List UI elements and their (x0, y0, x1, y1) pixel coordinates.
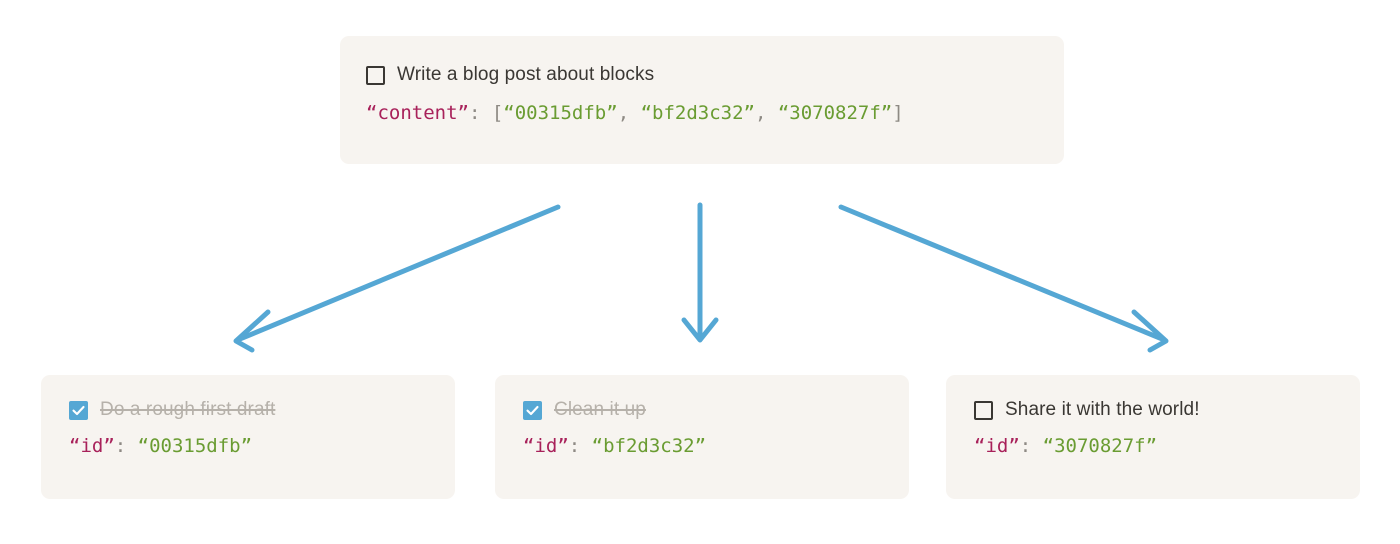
code-separator-1: , (754, 102, 778, 124)
child-task-card[interactable]: Clean it up “id”: “bf2d3c32” (495, 375, 909, 499)
parent-task-title: Write a blog post about blocks (397, 64, 655, 85)
arrow-to-left-child (233, 204, 561, 353)
code-colon: : (114, 435, 138, 457)
code-key: “id” (523, 435, 569, 457)
code-key: “id” (974, 435, 1020, 457)
checkbox-empty-icon[interactable] (366, 65, 385, 85)
code-value-0: “00315dfb” (503, 102, 618, 124)
child-code-line: “id”: “00315dfb” (69, 434, 455, 460)
code-value-1: “bf2d3c32” (640, 102, 755, 124)
child-task-card[interactable]: Do a rough first draft “id”: “00315dfb” (41, 375, 455, 499)
check-mark-icon (72, 405, 85, 415)
child-task-row: Share it with the world! (974, 397, 1360, 423)
code-value: “bf2d3c32” (591, 435, 707, 457)
child-code-line: “id”: “3070827f” (974, 434, 1360, 460)
checkbox-empty-icon[interactable] (974, 400, 993, 420)
code-key: “id” (69, 435, 115, 457)
checkbox-checked-icon[interactable] (523, 400, 542, 420)
child-task-title: Clean it up (554, 399, 646, 420)
code-open-bracket: [ (491, 102, 504, 124)
arrow-to-right-child (838, 204, 1169, 353)
code-value-2: “3070827f” (777, 102, 893, 124)
check-mark-icon (526, 405, 539, 415)
code-close-bracket: ] (892, 102, 904, 124)
arrow-to-middle-child (681, 202, 719, 343)
child-task-card[interactable]: Share it with the world! “id”: “3070827f… (946, 375, 1360, 499)
child-task-title: Do a rough first draft (100, 399, 276, 420)
child-task-title: Share it with the world! (1005, 399, 1200, 420)
code-separator-0: , (617, 102, 641, 124)
code-colon: : (1019, 435, 1043, 457)
code-value: “00315dfb” (137, 435, 253, 457)
code-colon: : (568, 435, 592, 457)
child-task-row: Do a rough first draft (69, 397, 455, 423)
parent-code-line: “content”: [“00315dfb”, “bf2d3c32”, “307… (366, 101, 1064, 127)
checkbox-checked-icon[interactable] (69, 400, 88, 420)
child-code-line: “id”: “bf2d3c32” (523, 434, 909, 460)
code-value: “3070827f” (1042, 435, 1158, 457)
parent-task-row: Write a blog post about blocks (366, 62, 1064, 88)
child-task-row: Clean it up (523, 397, 909, 423)
code-colon: : (468, 102, 492, 124)
parent-task-card[interactable]: Write a blog post about blocks “content”… (340, 36, 1064, 164)
code-key: “content” (366, 102, 469, 124)
